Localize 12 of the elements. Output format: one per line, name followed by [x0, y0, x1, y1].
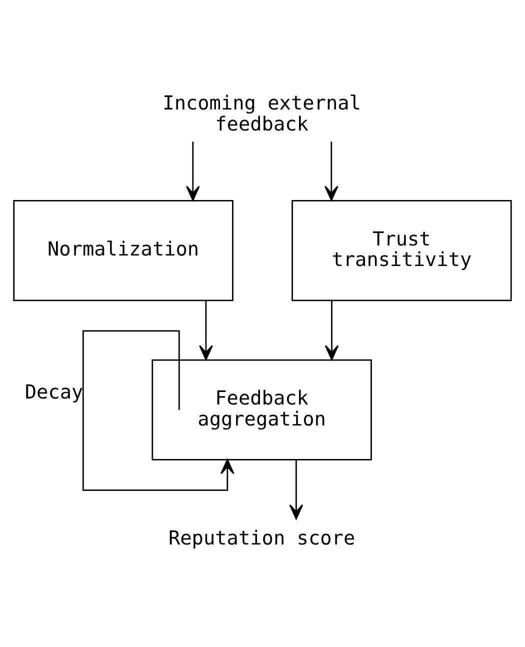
node-text: Incoming external feedback: [162, 91, 361, 135]
edge-label: Decay: [24, 380, 84, 403]
node-text: Reputation score: [168, 526, 356, 549]
arrow: [82, 330, 234, 490]
arrow: [324, 300, 339, 360]
arrow: [186, 141, 200, 200]
node-box: Normalization: [13, 200, 234, 301]
arrow: [199, 300, 213, 360]
node-box: Trust transitivity: [292, 200, 512, 301]
node-box: Feedback aggregation: [152, 358, 372, 460]
arrow: [324, 141, 338, 200]
arrow: [289, 459, 304, 520]
